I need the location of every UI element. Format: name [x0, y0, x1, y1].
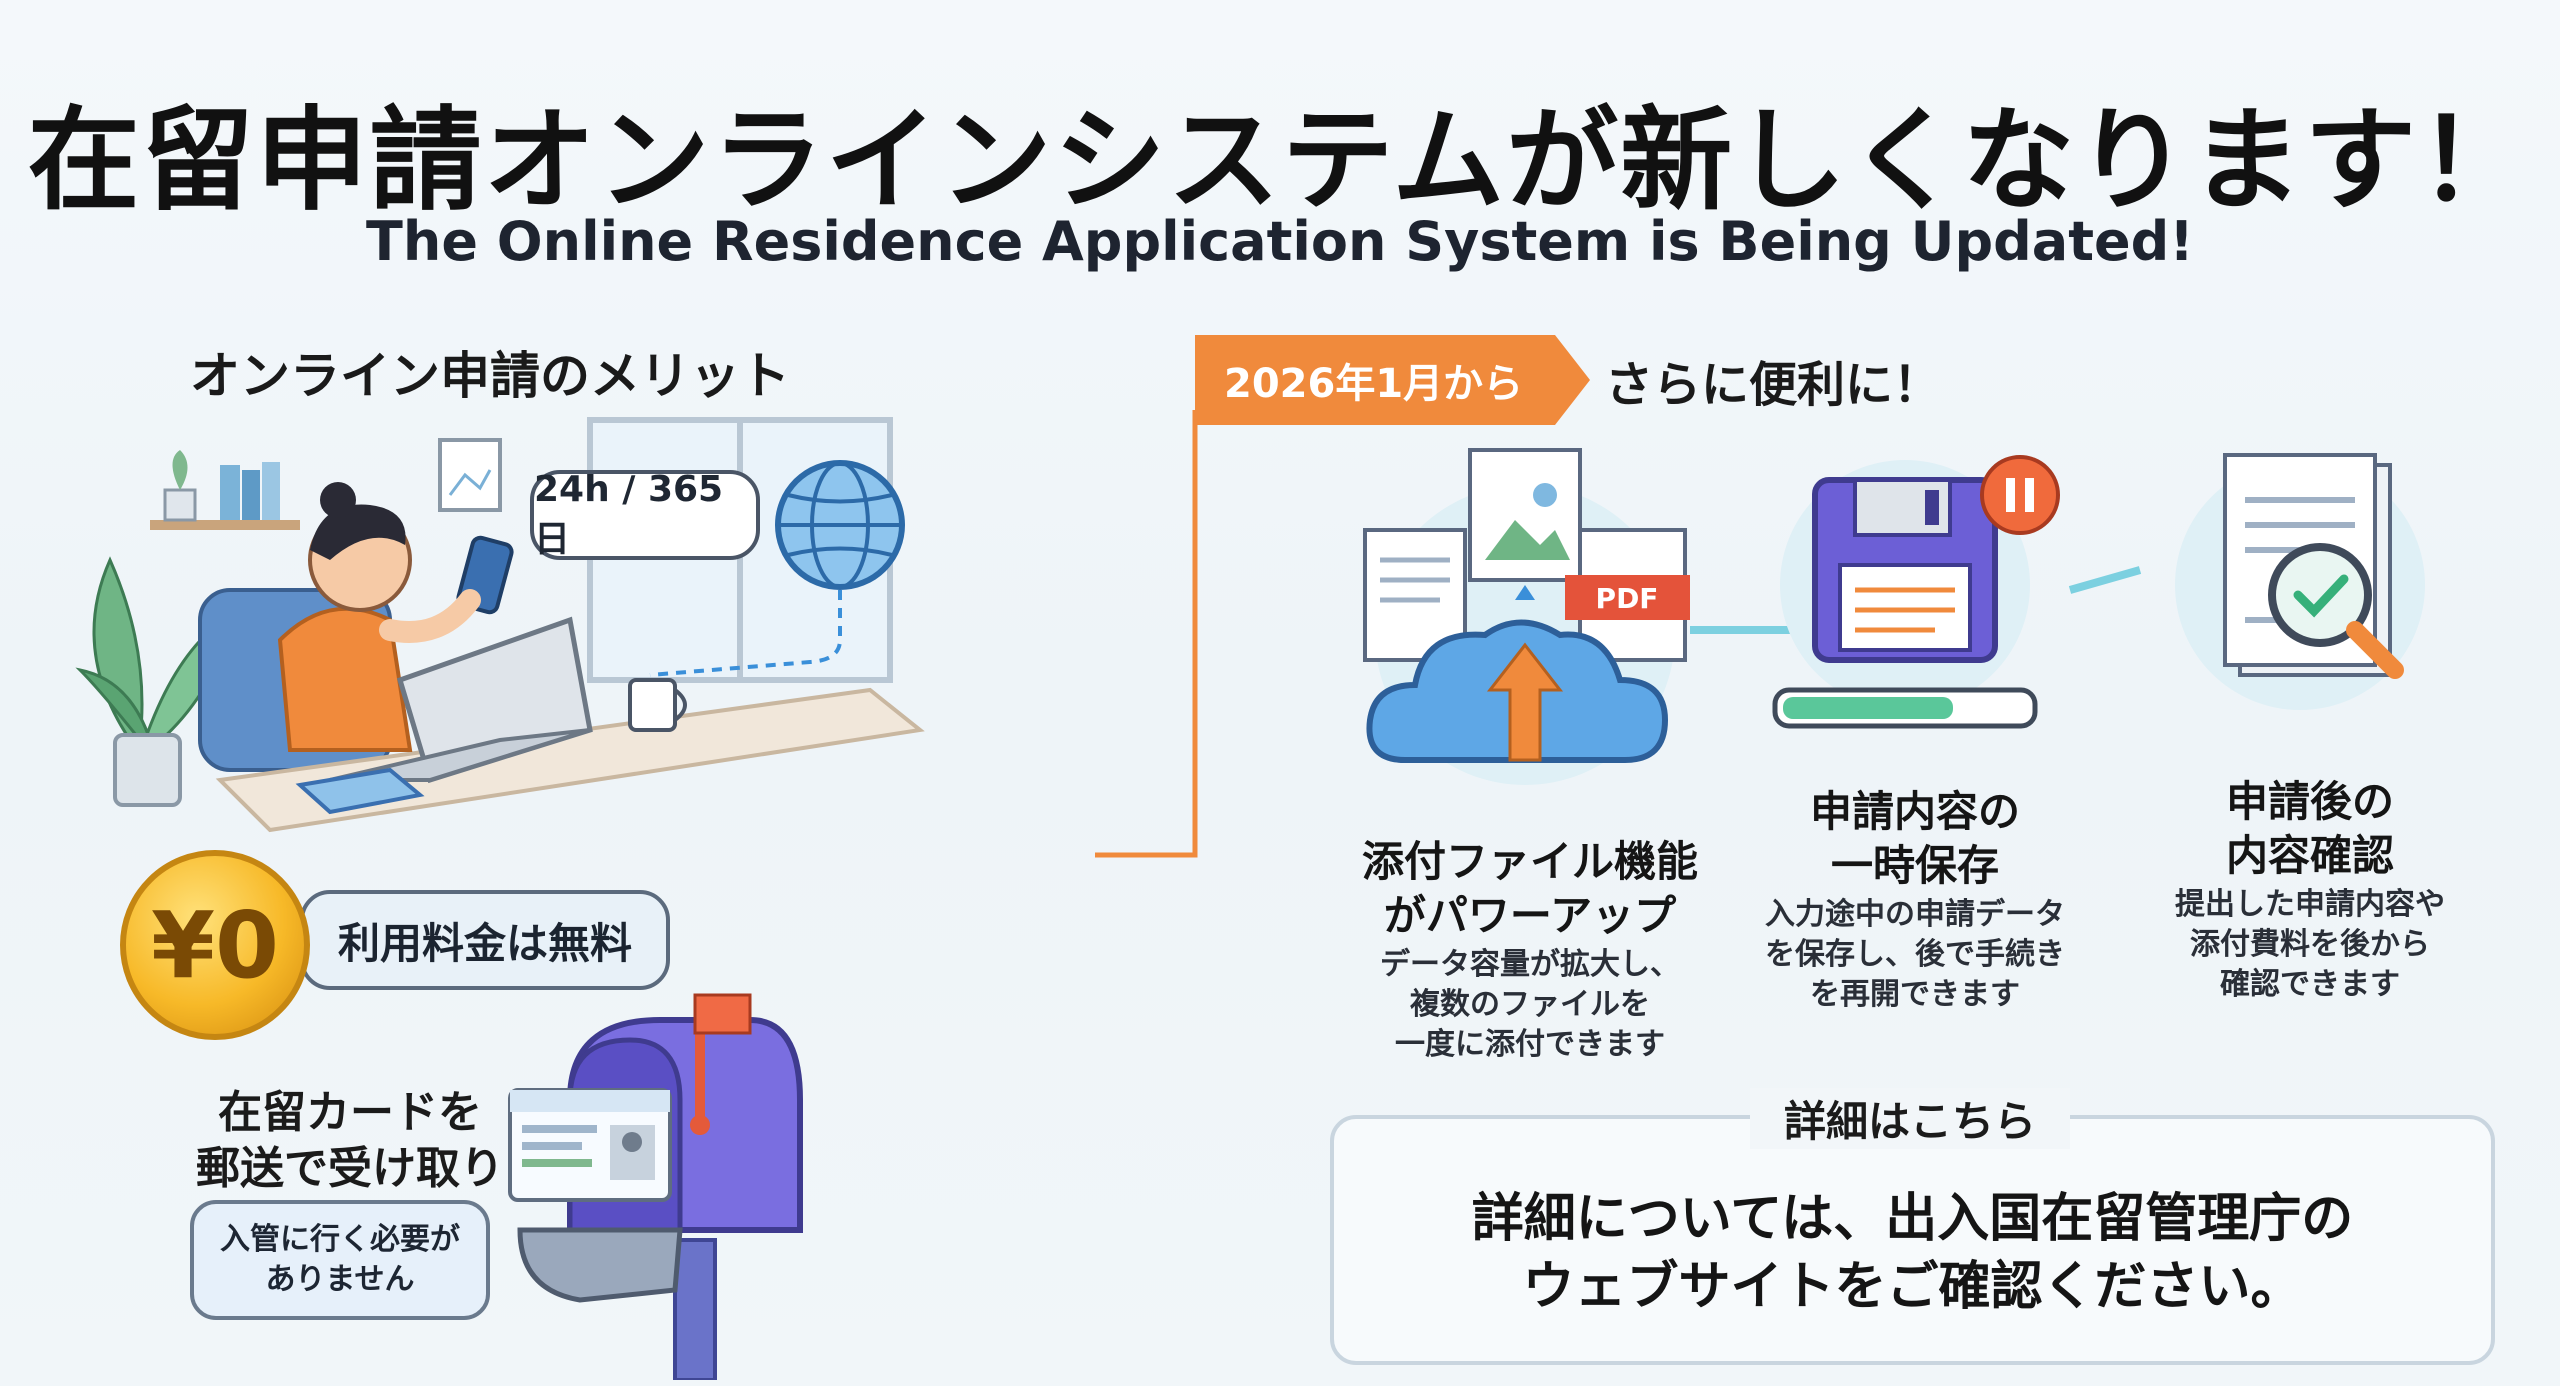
cloud-upload-icon	[1366, 619, 1669, 763]
laptop-icon	[329, 616, 593, 784]
pause-icon	[1980, 455, 2060, 535]
feature-2-description: 入力途中の申請データ を保存し、後で手続き を再開できます	[1765, 897, 2065, 1012]
fee-label: 利用料金は無料	[300, 890, 670, 990]
timeline-connector	[1095, 410, 2142, 858]
main-title: 在留申請オンラインシステムが新しくなります！	[27, 96, 2533, 226]
feature-1-description: データ容量が拡大し、 複数のファイルを 一度に添付できます	[1380, 947, 1680, 1062]
document-icon	[1363, 528, 1467, 662]
no-visit-bubble: 入管に行く必要が ありません	[190, 1200, 490, 1320]
residence-card-icon	[508, 1088, 672, 1202]
save-progress-bar	[1772, 687, 2038, 729]
attachment-feature-illustration: PDF	[1363, 448, 1690, 785]
floppy-save-icon	[1812, 477, 1998, 663]
sub-title: The Online Residence Application System …	[366, 210, 2194, 273]
card-mail-text: 在留カードを 郵送で受け取り	[196, 1087, 504, 1194]
feature-1-title: 添付ファイル機能 がパワーアップ	[1361, 837, 1698, 940]
small-plant-icon	[163, 450, 197, 522]
feature-3-title: 申請後の 内容確認	[2225, 777, 2394, 880]
details-box	[1330, 1115, 2495, 1365]
plant-icon	[75, 556, 243, 807]
date-tag-background	[1195, 335, 1590, 425]
more-convenient-heading: さらに便利に！	[1605, 357, 1942, 413]
pdf-file-icon: PDF	[1565, 528, 1690, 662]
details-text: 詳細については、出入国在留管理庁の ウェブサイトをご確認ください。	[1471, 1189, 2354, 1317]
person-working-illustration	[75, 417, 925, 833]
details-label: 詳細はこちら	[1750, 1088, 2070, 1149]
mailbox-icon	[508, 993, 803, 1380]
feature-3-description: 提出した申請内容や 添付費料を後から 確認できます	[2175, 887, 2445, 1002]
confirm-feature-illustration	[2175, 453, 2425, 710]
availability-bubble: 24h / 365日	[530, 469, 760, 560]
yen-coin-icon: ¥0	[120, 850, 310, 1040]
image-file-icon	[1468, 448, 1582, 582]
date-tag: 2026年1月から	[1224, 361, 1524, 407]
magnifier-check-icon	[2268, 543, 2404, 679]
save-feature-illustration	[1772, 455, 2060, 729]
feature-2-title: 申請内容の 一時保存	[1809, 787, 2020, 890]
merit-heading: オンライン申請のメリット	[190, 347, 790, 405]
pdf-label: PDF	[1596, 582, 1659, 615]
globe-icon	[775, 460, 905, 590]
